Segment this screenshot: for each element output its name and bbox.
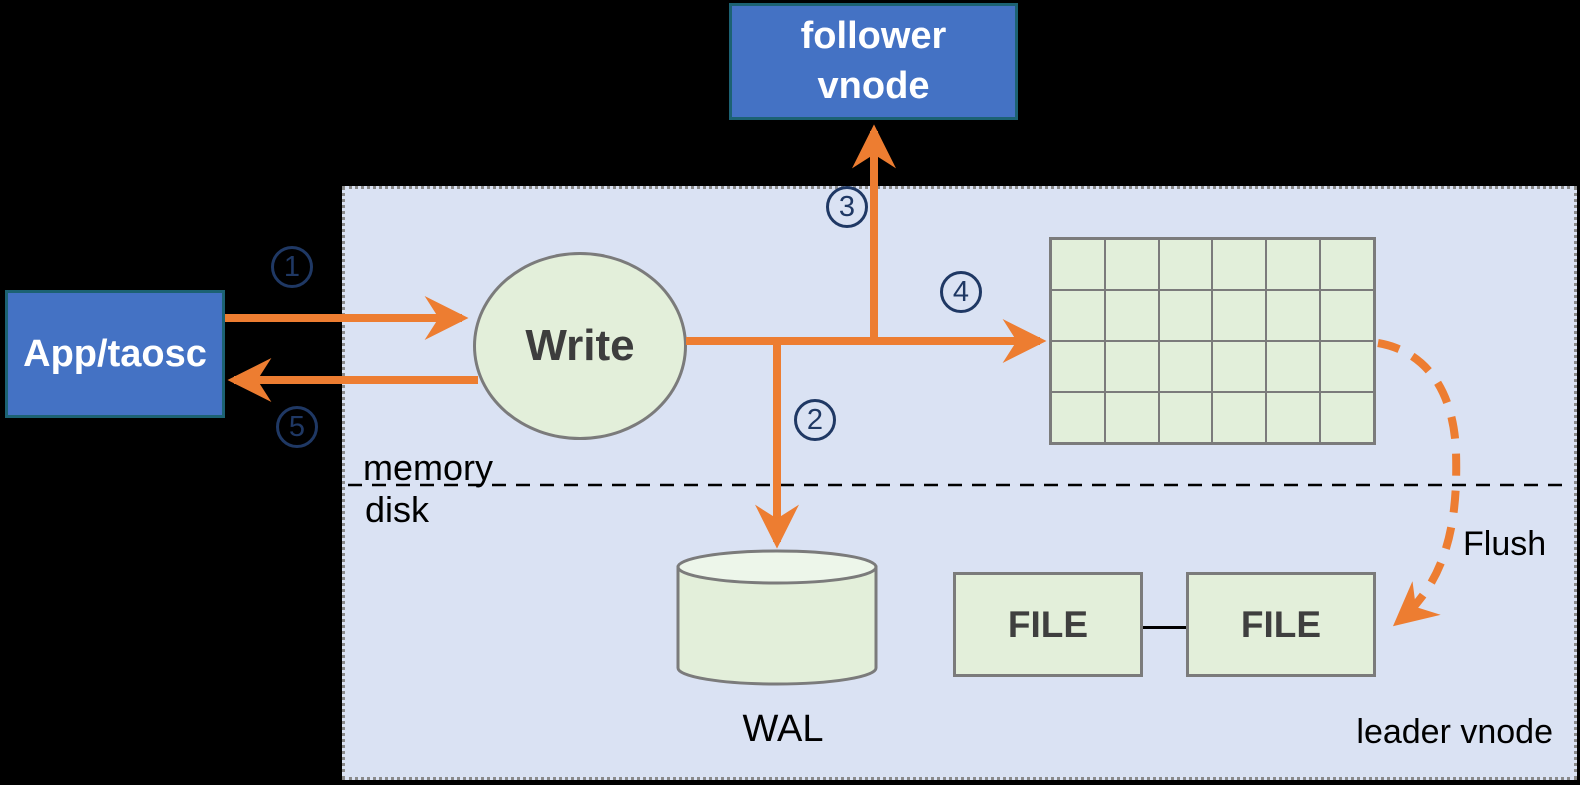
memtable-cell [1266,392,1321,443]
memtable-cell [1320,239,1374,290]
file-connector-line [1143,626,1186,629]
memtable-cell [1266,290,1321,341]
memtable-cell [1051,290,1105,341]
memtable-cell [1320,341,1374,392]
memtable-cell [1212,392,1267,443]
step-1-badge: 1 [271,246,313,288]
follower-vnode-label: follower vnode [800,15,947,107]
follower-vnode-node: follower vnode [729,3,1018,120]
memtable-cell [1158,392,1213,443]
memtable-cell [1051,239,1105,290]
memtable-cell [1104,290,1159,341]
memtable-cell [1104,392,1159,443]
file-node-2: FILE [1186,572,1376,677]
memory-label: memory [363,447,494,488]
memtable-cell [1051,341,1105,392]
file-2-label: FILE [1240,603,1322,645]
file-1-label: FILE [1007,603,1089,645]
memtable-cell [1212,290,1267,341]
memtable-cell [1320,290,1374,341]
memtable-cell [1212,239,1267,290]
step-4-badge: 4 [940,271,982,313]
memtable-cell [1266,341,1321,392]
memtable-cell [1158,290,1213,341]
flush-label: Flush [1463,525,1547,563]
memtable-cell [1266,239,1321,290]
write-label: Write [525,321,635,370]
app-taosc-node: App/taosc [5,290,225,418]
memtable-cell [1320,392,1374,443]
memtable-cell [1212,341,1267,392]
memtable-cell [1051,392,1105,443]
wal-label: WAL [742,708,824,750]
memtable-cell [1104,341,1159,392]
step-5-badge: 5 [276,406,318,448]
step-2-badge: 2 [794,399,836,441]
memtable-cell [1158,341,1213,392]
write-node: Write [473,252,687,440]
memtable-grid [1049,237,1376,445]
memtable-cell [1104,239,1159,290]
file-node-1: FILE [953,572,1143,677]
app-taosc-label: App/taosc [23,332,207,375]
step-3-badge: 3 [826,186,868,228]
leader-vnode-label: leader vnode [1356,713,1553,751]
memtable-cell [1158,239,1213,290]
disk-label: disk [365,489,430,530]
